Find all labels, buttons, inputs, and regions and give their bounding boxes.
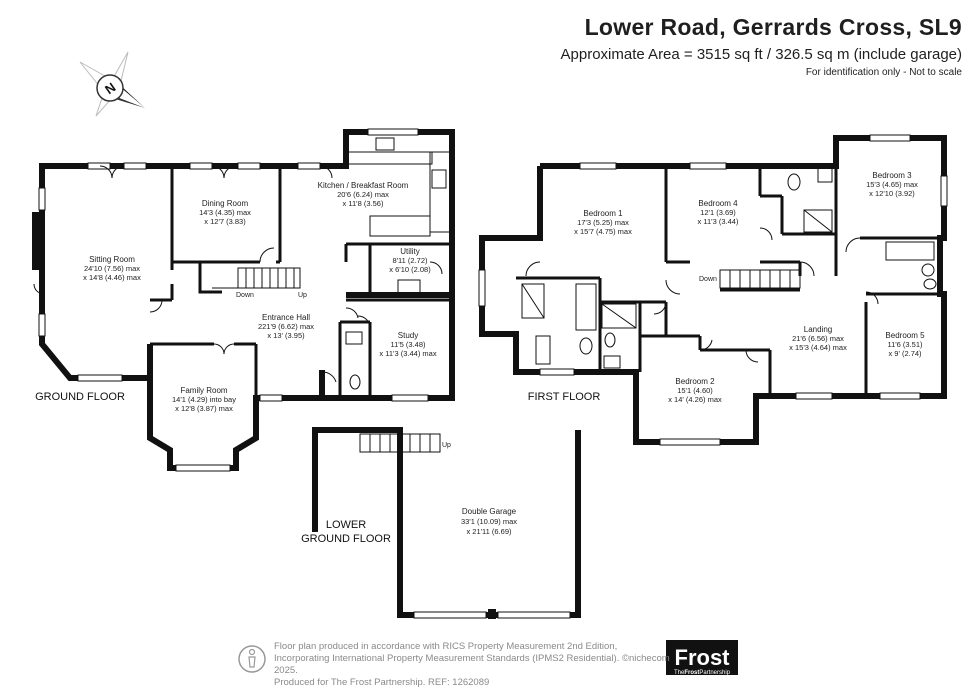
room-label-bedroom4: Bedroom 4 12'1 (3.69) x 11'3 (3.44) (698, 199, 739, 226)
first-stairs-down-label: Down (699, 276, 717, 283)
svg-text:Frost: Frost (675, 645, 731, 670)
room-label-dining: Dining Room 14'3 (4.35) max x 12'7 (3.83… (199, 199, 251, 226)
svg-text:Double Garage: Double Garage (462, 507, 517, 516)
svg-text:TheFrostPartnership: TheFrostPartnership (674, 670, 731, 676)
svg-text:x 6'10 (2.08): x 6'10 (2.08) (389, 265, 431, 274)
svg-text:Bedroom 3: Bedroom 3 (872, 171, 912, 180)
svg-text:x 11'8 (3.56): x 11'8 (3.56) (343, 199, 384, 208)
accessibility-person-icon (238, 645, 266, 673)
svg-text:x 14'8 (4.46) max: x 14'8 (4.46) max (83, 273, 141, 282)
footer-line-1: Floor plan produced in accordance with R… (274, 641, 618, 652)
frost-logo: Frost TheFrostPartnership (666, 640, 738, 676)
room-label-bedroom1: Bedroom 1 17'3 (5.25) max x 15'7 (4.75) … (574, 209, 632, 236)
svg-text:x 11'3 (3.44) max: x 11'3 (3.44) max (379, 349, 436, 358)
svg-text:20'6 (6.24) max: 20'6 (6.24) max (337, 190, 389, 199)
footer-note: Floor plan produced in accordance with R… (274, 641, 674, 689)
ground-floor-plan: Down Up (32, 128, 455, 472)
svg-text:x 13' (3.95): x 13' (3.95) (267, 331, 305, 340)
svg-text:Utility: Utility (400, 247, 420, 256)
lower-stairs-up-label: Up (442, 442, 451, 449)
svg-text:x 9' (2.74): x 9' (2.74) (888, 349, 922, 358)
svg-text:Family Room: Family Room (180, 386, 227, 395)
first-floor-label: FIRST FLOOR (528, 391, 601, 403)
room-label-hall: Entrance Hall 221'9 (6.62) max x 13' (3.… (258, 313, 314, 340)
svg-text:15'3 (4.65) max: 15'3 (4.65) max (866, 180, 918, 189)
identification-note: For identification only - Not to scale (805, 67, 962, 78)
room-label-landing: Landing 21'6 (6.56) max x 15'3 (4.64) ma… (789, 325, 847, 352)
room-label-bedroom3: Bedroom 3 15'3 (4.65) max x 12'10 (3.92) (866, 171, 918, 198)
room-label-bedroom2: Bedroom 2 15'1 (4.60) x 14' (4.26) max (668, 377, 722, 404)
svg-text:x 12'7 (3.83): x 12'7 (3.83) (204, 217, 246, 226)
svg-text:24'10 (7.56) max: 24'10 (7.56) max (84, 264, 140, 273)
compass-icon: N (79, 51, 145, 117)
svg-text:Bedroom 2: Bedroom 2 (675, 377, 715, 386)
ground-stairs-up-label: Up (298, 292, 307, 299)
svg-text:21'6 (6.56) max: 21'6 (6.56) max (792, 334, 844, 343)
svg-text:Kitchen / Breakfast Room: Kitchen / Breakfast Room (318, 181, 409, 190)
svg-text:Landing: Landing (804, 325, 832, 334)
svg-text:11'5 (3.48): 11'5 (3.48) (390, 340, 426, 349)
footer-line-3: Produced for The Frost Partnership. REF:… (274, 677, 490, 688)
lower-ground-floor-plan: Up (312, 427, 581, 619)
svg-text:17'3 (5.25) max: 17'3 (5.25) max (577, 218, 629, 227)
svg-text:x 12'8 (3.87) max: x 12'8 (3.87) max (175, 404, 233, 413)
svg-text:221'9 (6.62) max: 221'9 (6.62) max (258, 322, 314, 331)
lower-ground-floor-label-line2: GROUND FLOOR (301, 533, 391, 545)
room-label-utility: Utility 8'11 (2.72) x 6'10 (2.08) (389, 247, 431, 274)
room-label-sitting: Sitting Room 24'10 (7.56) max x 14'8 (4.… (83, 255, 141, 282)
svg-text:Entrance Hall: Entrance Hall (262, 313, 310, 322)
svg-text:14'1 (4.29) into bay: 14'1 (4.29) into bay (172, 395, 236, 404)
svg-text:x 21'11 (6.69): x 21'11 (6.69) (466, 527, 512, 536)
room-label-garage: Double Garage 33'1 (10.09) max x 21'11 (… (461, 507, 517, 536)
ground-stairs-down-label: Down (236, 292, 254, 299)
page-title: Lower Road, Gerrards Cross, SL9 (584, 14, 962, 40)
lower-ground-floor-label-line1: LOWER (326, 519, 366, 531)
svg-text:Bedroom 4: Bedroom 4 (698, 199, 738, 208)
footer-line-2: Incorporating International Property Mea… (274, 653, 670, 676)
svg-text:Study: Study (398, 331, 418, 340)
svg-text:14'3 (4.35) max: 14'3 (4.35) max (199, 208, 251, 217)
svg-text:x 11'3 (3.44): x 11'3 (3.44) (698, 217, 739, 226)
svg-text:x 15'7 (4.75) max: x 15'7 (4.75) max (574, 227, 632, 236)
svg-text:x 12'10 (3.92): x 12'10 (3.92) (869, 189, 915, 198)
svg-text:11'6 (3.51): 11'6 (3.51) (887, 340, 923, 349)
svg-text:x 14' (4.26) max: x 14' (4.26) max (668, 395, 722, 404)
svg-text:15'1 (4.60): 15'1 (4.60) (677, 386, 713, 395)
room-label-family: Family Room 14'1 (4.29) into bay x 12'8 … (172, 386, 236, 413)
svg-text:x 15'3 (4.64) max: x 15'3 (4.64) max (789, 343, 847, 352)
svg-text:Bedroom 5: Bedroom 5 (885, 331, 925, 340)
svg-text:Bedroom 1: Bedroom 1 (583, 209, 623, 218)
approximate-area: Approximate Area = 3515 sq ft / 326.5 sq… (560, 46, 962, 63)
room-label-study: Study 11'5 (3.48) x 11'3 (3.44) max (379, 331, 436, 358)
room-label-bedroom5: Bedroom 5 11'6 (3.51) x 9' (2.74) (885, 331, 925, 358)
first-floor-plan: Down (478, 134, 948, 446)
room-labels: Sitting Room 24'10 (7.56) max x 14'8 (4.… (83, 171, 925, 536)
room-label-kitchen: Kitchen / Breakfast Room 20'6 (6.24) max… (318, 181, 409, 208)
svg-text:8'11 (2.72): 8'11 (2.72) (392, 256, 428, 265)
svg-text:Sitting Room: Sitting Room (89, 255, 135, 264)
svg-text:33'1 (10.09) max: 33'1 (10.09) max (461, 517, 517, 526)
svg-text:Dining Room: Dining Room (202, 199, 249, 208)
ground-floor-label: GROUND FLOOR (35, 391, 125, 403)
svg-text:12'1 (3.69): 12'1 (3.69) (700, 208, 736, 217)
